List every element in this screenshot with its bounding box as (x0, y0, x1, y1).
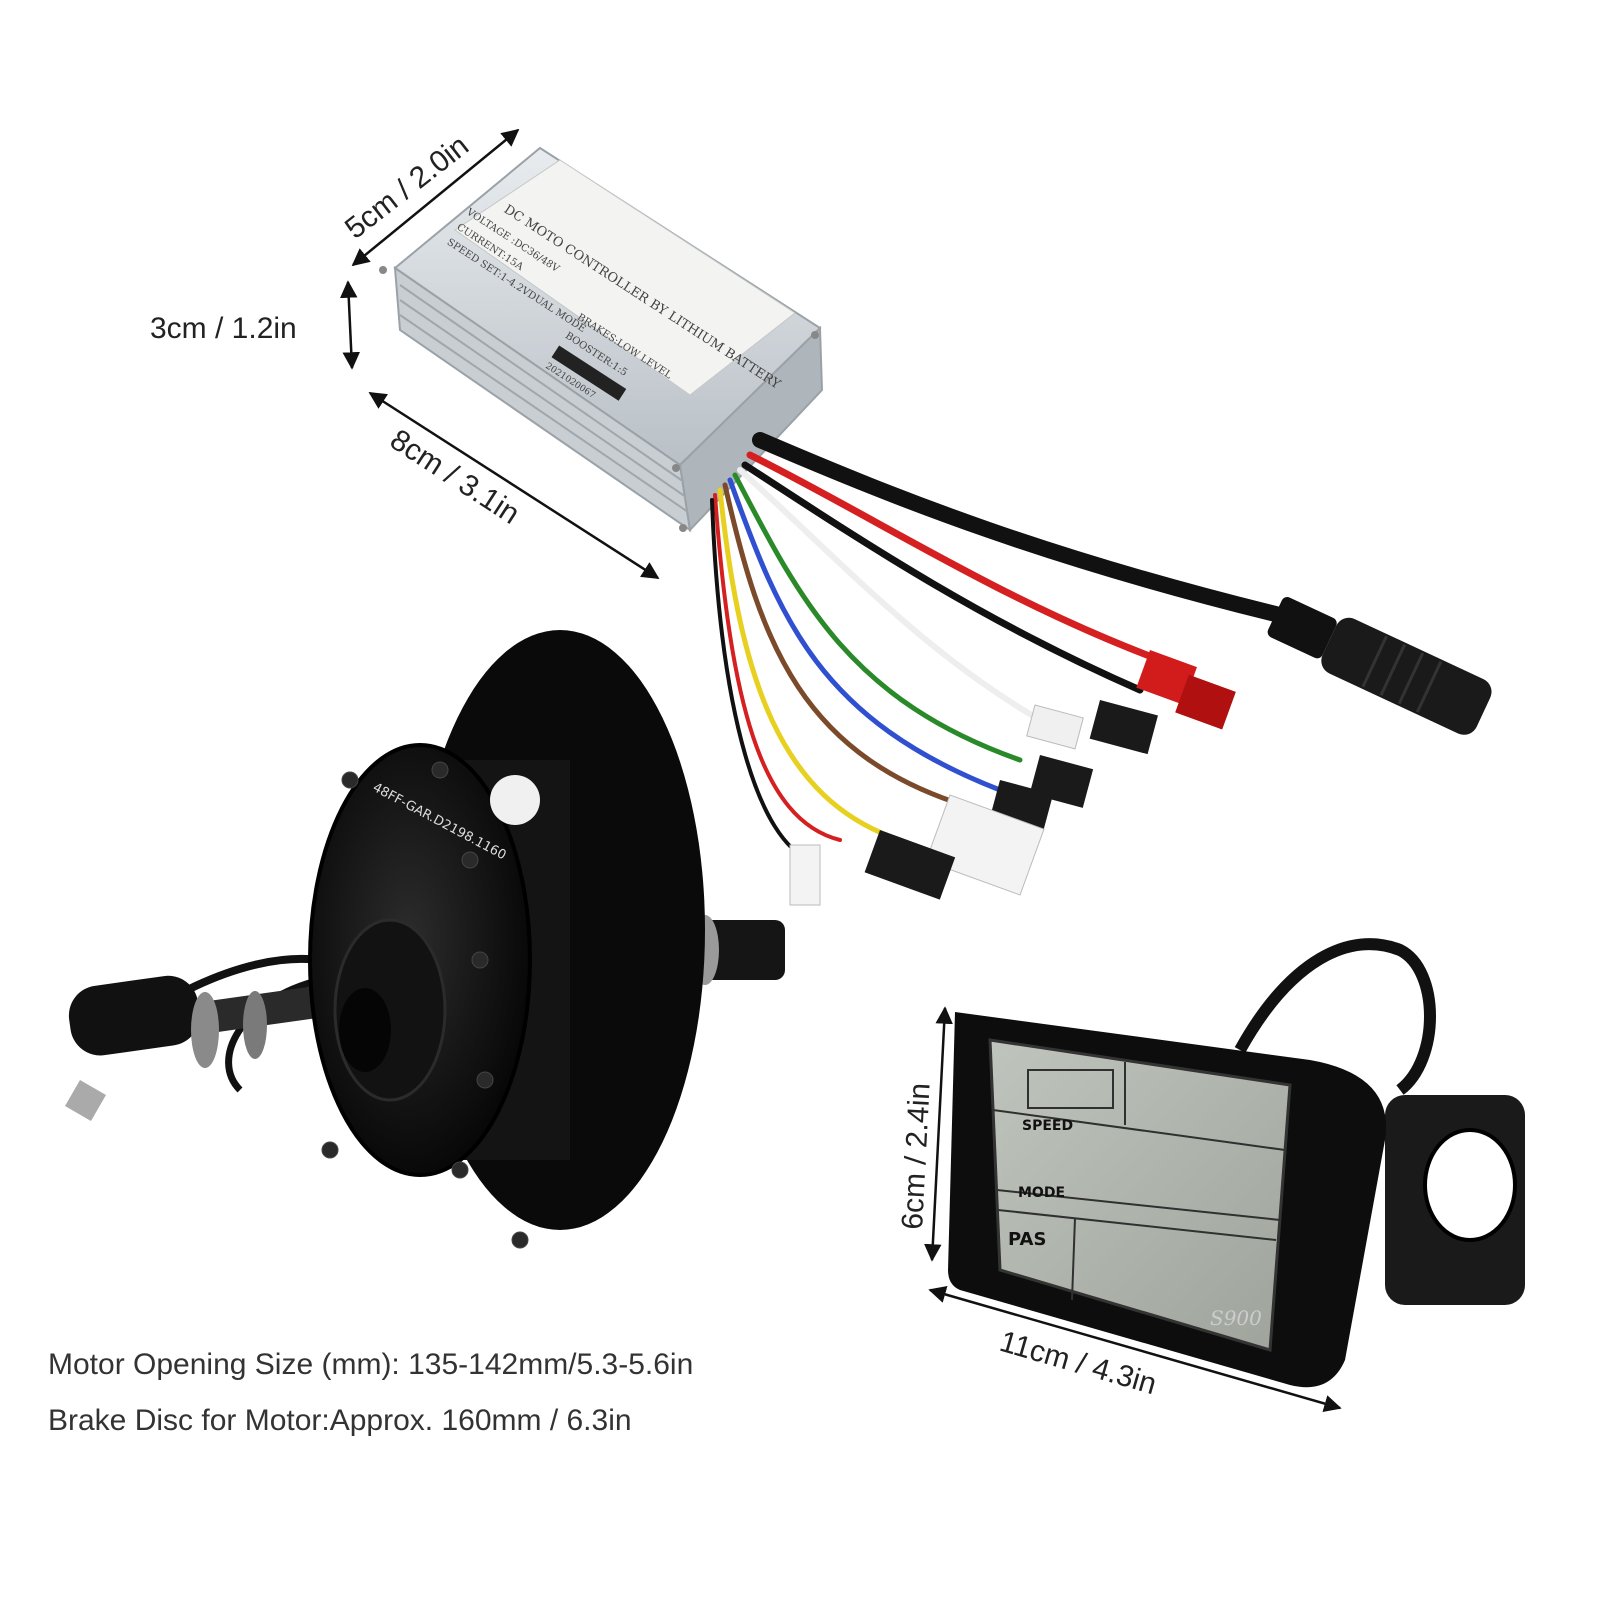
hub-motor: 48FF-GAR.D2198.1160 (65, 630, 785, 1249)
motor-logo (490, 775, 540, 825)
barcode (551, 345, 627, 401)
dim-controller-height: 3cm / 1.2in (150, 312, 297, 345)
lcd-pas-label: PAS (1008, 1229, 1046, 1250)
caption-brake-disc: Brake Disc for Motor:Approx. 160mm / 6.3… (48, 1404, 632, 1437)
lcd-mode-label: MODE (1018, 1185, 1065, 1201)
lcd-speed-label: SPEED (1022, 1118, 1073, 1134)
lcd-model-label: S900 (1210, 1306, 1262, 1330)
connectors (789, 597, 1492, 906)
dim-display-height: 6cm / 2.4in (896, 1082, 937, 1230)
controller-dimension-arrows (339, 128, 660, 580)
display-dimension-arrows (924, 1006, 1342, 1413)
caption-opening-size: Motor Opening Size (mm): 135-142mm/5.3-5… (48, 1348, 694, 1381)
dim-controller-length: 8cm / 3.1in (384, 423, 525, 531)
